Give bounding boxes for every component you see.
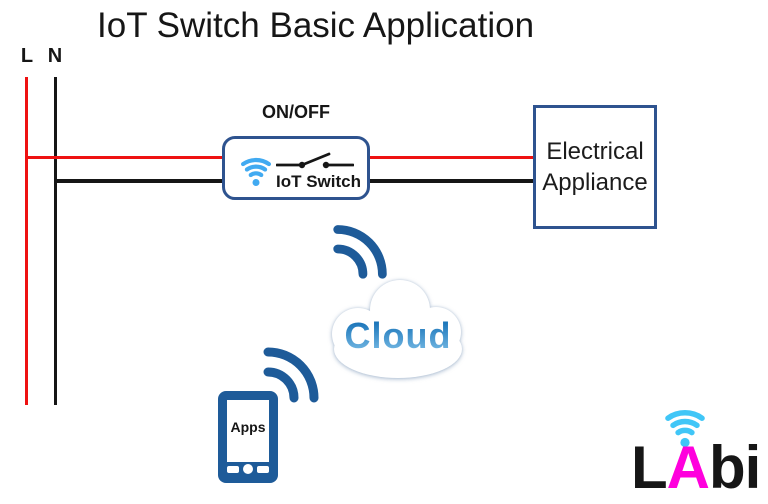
live-wire-to-appliance	[367, 156, 535, 159]
logo-letters-bi: bi	[709, 434, 761, 501]
live-wire-label: L	[20, 45, 34, 67]
logo-letter-l: L	[631, 434, 668, 501]
phone-apps-label: Apps	[230, 419, 266, 435]
electrical-appliance-box: Electrical Appliance	[533, 105, 657, 229]
page-title: IoT Switch Basic Application	[97, 6, 535, 45]
smartphone-icon: Apps	[218, 391, 278, 483]
appliance-label-line1: Electrical	[546, 138, 644, 165]
neutral-wire-to-appliance	[367, 179, 535, 183]
logo-wifi-icon	[665, 410, 705, 448]
logo-letter-a: A	[666, 434, 710, 501]
onoff-label: ON/OFF	[262, 102, 330, 122]
live-wire-to-switch	[25, 156, 224, 159]
phone-right-button	[257, 466, 269, 473]
iot-switch-box: IoT Switch	[222, 136, 370, 200]
phone-screen: Apps	[227, 400, 269, 462]
logo-text: LAbi	[631, 434, 761, 501]
neutral-wire-vertical	[54, 77, 57, 405]
open-switch-icon	[276, 152, 354, 169]
cloud-shape	[332, 280, 462, 378]
phone-signal-arcs-icon	[263, 347, 319, 403]
cloud-label: Cloud	[322, 315, 474, 357]
wifi-icon	[241, 158, 271, 186]
iot-switch-label: IoT Switch	[276, 172, 361, 191]
cloud-signal-arcs-icon	[333, 225, 387, 279]
neutral-wire-to-switch	[54, 179, 224, 183]
live-wire-vertical	[25, 77, 28, 405]
phone-left-button	[227, 466, 239, 473]
appliance-label-line2: Appliance	[542, 169, 648, 196]
phone-home-button	[243, 464, 253, 474]
neutral-wire-label: N	[47, 45, 63, 67]
